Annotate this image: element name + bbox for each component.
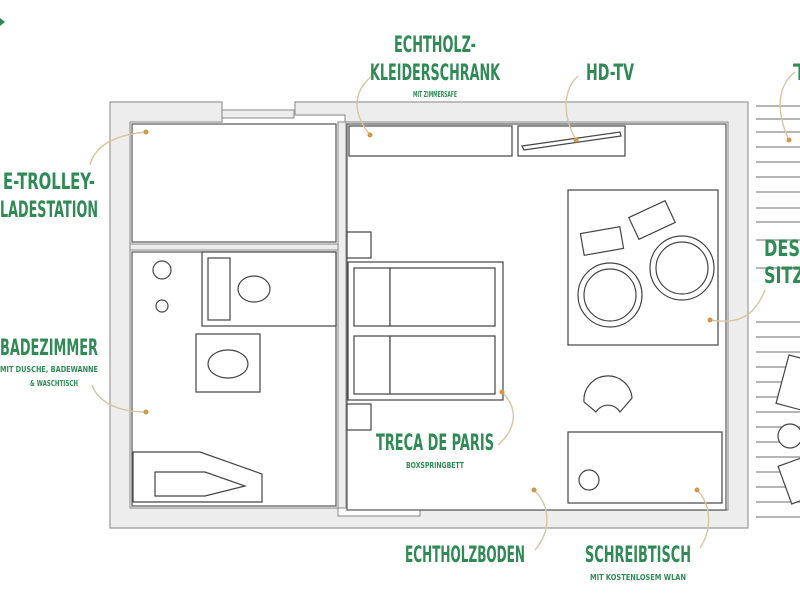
desk-sublabel: MIT KOSTENLOSEM WLAN (590, 573, 686, 582)
toilet (201, 251, 337, 327)
tv-label: HD-TV (586, 61, 634, 86)
desk-label: SCHREIBTISCH (585, 543, 691, 568)
tv (517, 125, 626, 157)
side-table-top (346, 231, 372, 259)
walls (109, 101, 749, 529)
washbasin (195, 333, 261, 393)
seating-label-line1-partial: DESI (764, 237, 800, 262)
bed-label: TRECA DE PARIS (376, 431, 494, 456)
bed (347, 261, 504, 401)
trolley-label-line1: E-TROLLEY- (3, 170, 95, 195)
floor-label: ECHTHOLZBODEN (405, 543, 525, 568)
leaders (89, 71, 796, 551)
trolley-label-line2: LADESTATION (0, 198, 98, 223)
balcony (756, 105, 800, 518)
bath-sublabel-line1: MIT DUSCHE, BADEWANNE (0, 365, 98, 374)
shower (152, 260, 172, 313)
bathtub (132, 451, 263, 503)
desk-chair (583, 375, 633, 414)
bath-label: BADEZIMMER (0, 336, 98, 361)
wardrobe-sublabel: MIT ZIMMERSAFE (413, 90, 457, 99)
bed-sublabel: BOXSPRINGBETT (406, 461, 464, 470)
trolley-room (131, 123, 337, 243)
seating-area (567, 189, 719, 346)
wardrobe-label-line2: KLEIDERSCHRANK (370, 61, 501, 86)
terrace-label-partial: T (793, 61, 800, 86)
side-table-bottom (346, 403, 372, 431)
bath-sublabel-line2: & WASCHTISCH (30, 379, 78, 388)
seating-label-line2-partial: SITZ (764, 264, 800, 289)
wardrobe (348, 125, 513, 157)
corner-mark-icon (0, 18, 5, 26)
wardrobe-label-line1: ECHTHOLZ- (394, 33, 476, 58)
